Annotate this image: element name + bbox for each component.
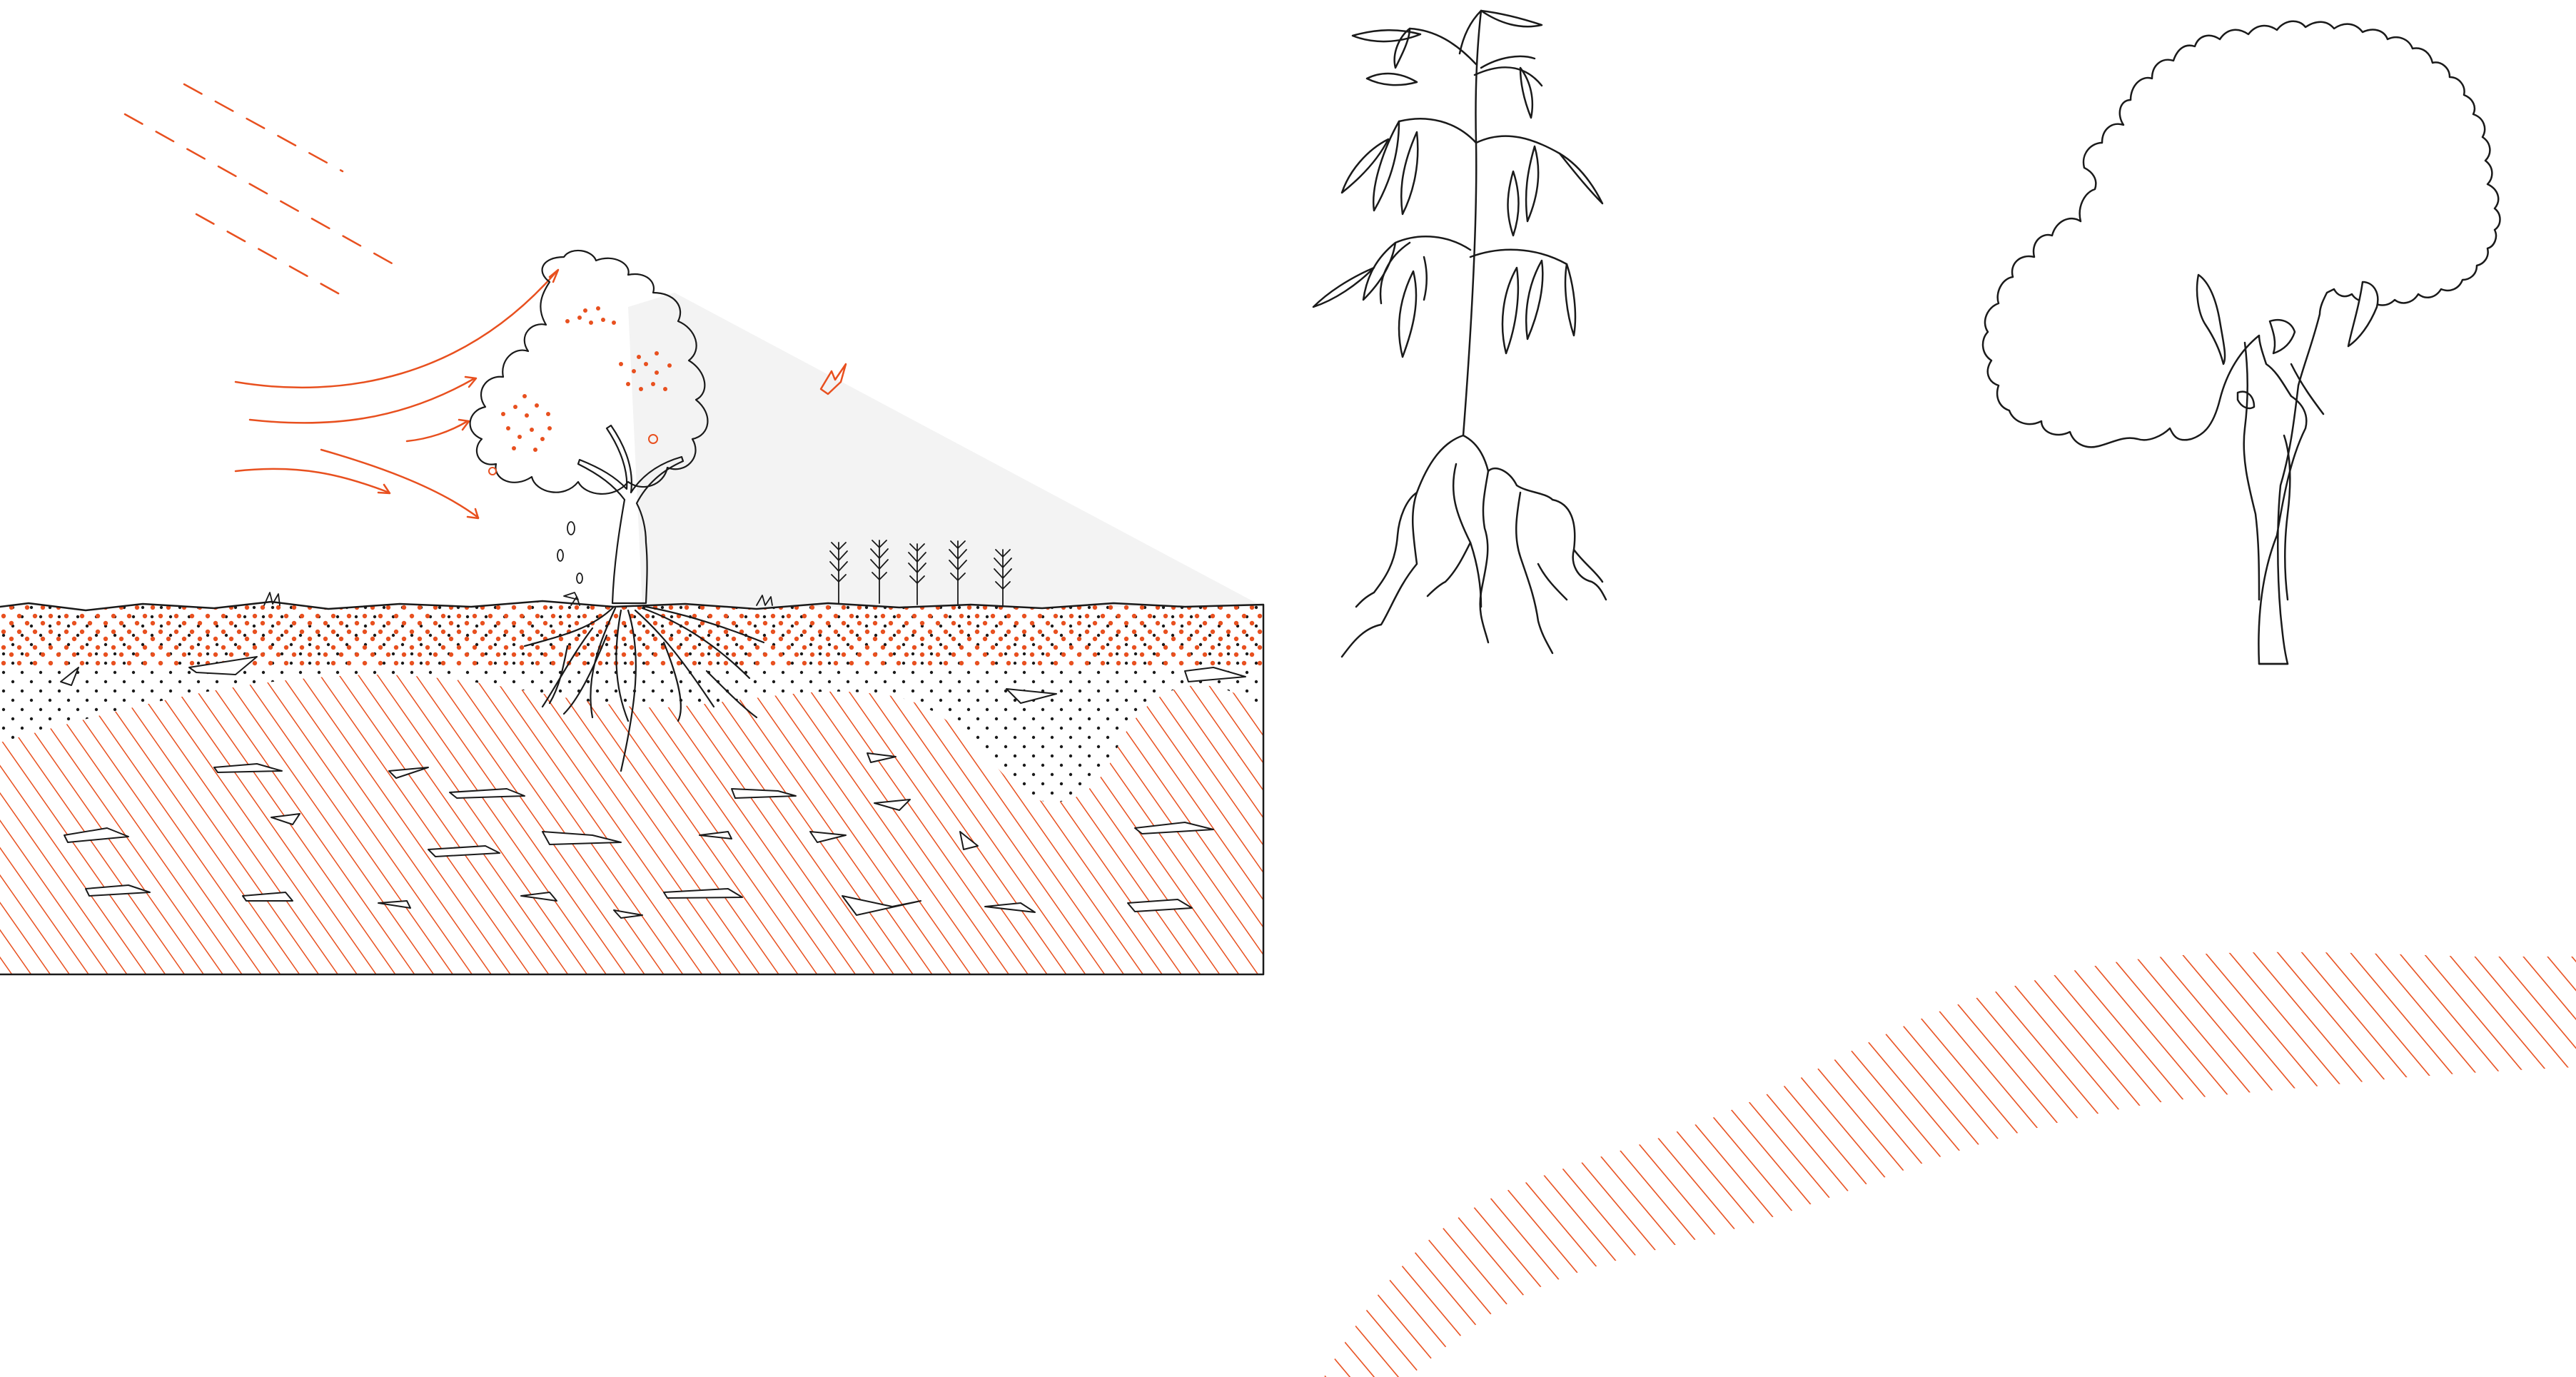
wind-dashes bbox=[123, 83, 401, 301]
tree-roots bbox=[523, 605, 765, 772]
grass-tufts bbox=[263, 592, 773, 606]
falling-leaves bbox=[557, 521, 583, 600]
soil-layers bbox=[0, 601, 1263, 974]
sapling-with-roots-icon bbox=[1312, 9, 1607, 658]
tree-in-soil-icon bbox=[469, 249, 765, 772]
seed-dots bbox=[488, 306, 672, 475]
bird-icon bbox=[819, 363, 847, 395]
stones bbox=[60, 656, 1246, 919]
crop-plants bbox=[829, 540, 1012, 607]
tree-silhouette-icon bbox=[1981, 20, 2501, 665]
hatched-ribbon-icon bbox=[1324, 952, 2576, 1377]
light-shade-area bbox=[628, 293, 1263, 607]
wind-arrows bbox=[234, 268, 560, 520]
soil-cross-section bbox=[0, 83, 1265, 976]
